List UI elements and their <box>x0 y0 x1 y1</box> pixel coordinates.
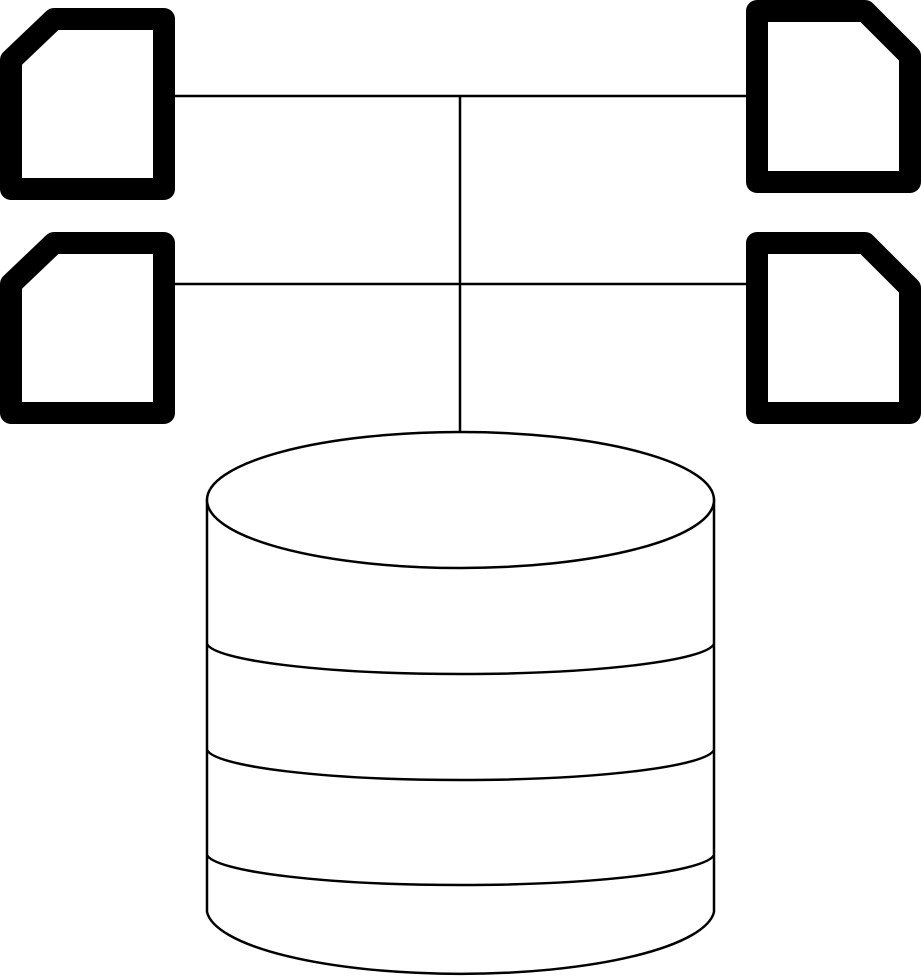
database-layer-divider-1 <box>205 643 716 676</box>
database-body <box>205 498 716 976</box>
document-icons <box>0 0 921 424</box>
document-icon-mid-right <box>746 232 921 424</box>
document-icon-mid-left <box>0 232 175 424</box>
database-top <box>205 430 716 570</box>
database-cylinder-icon <box>205 430 716 976</box>
database-layer-divider-2 <box>205 749 716 782</box>
database-layer-divider-3 <box>205 854 716 887</box>
document-icon-top-right <box>746 0 921 193</box>
document-icon-top-left <box>0 8 175 200</box>
connectors <box>172 94 748 432</box>
